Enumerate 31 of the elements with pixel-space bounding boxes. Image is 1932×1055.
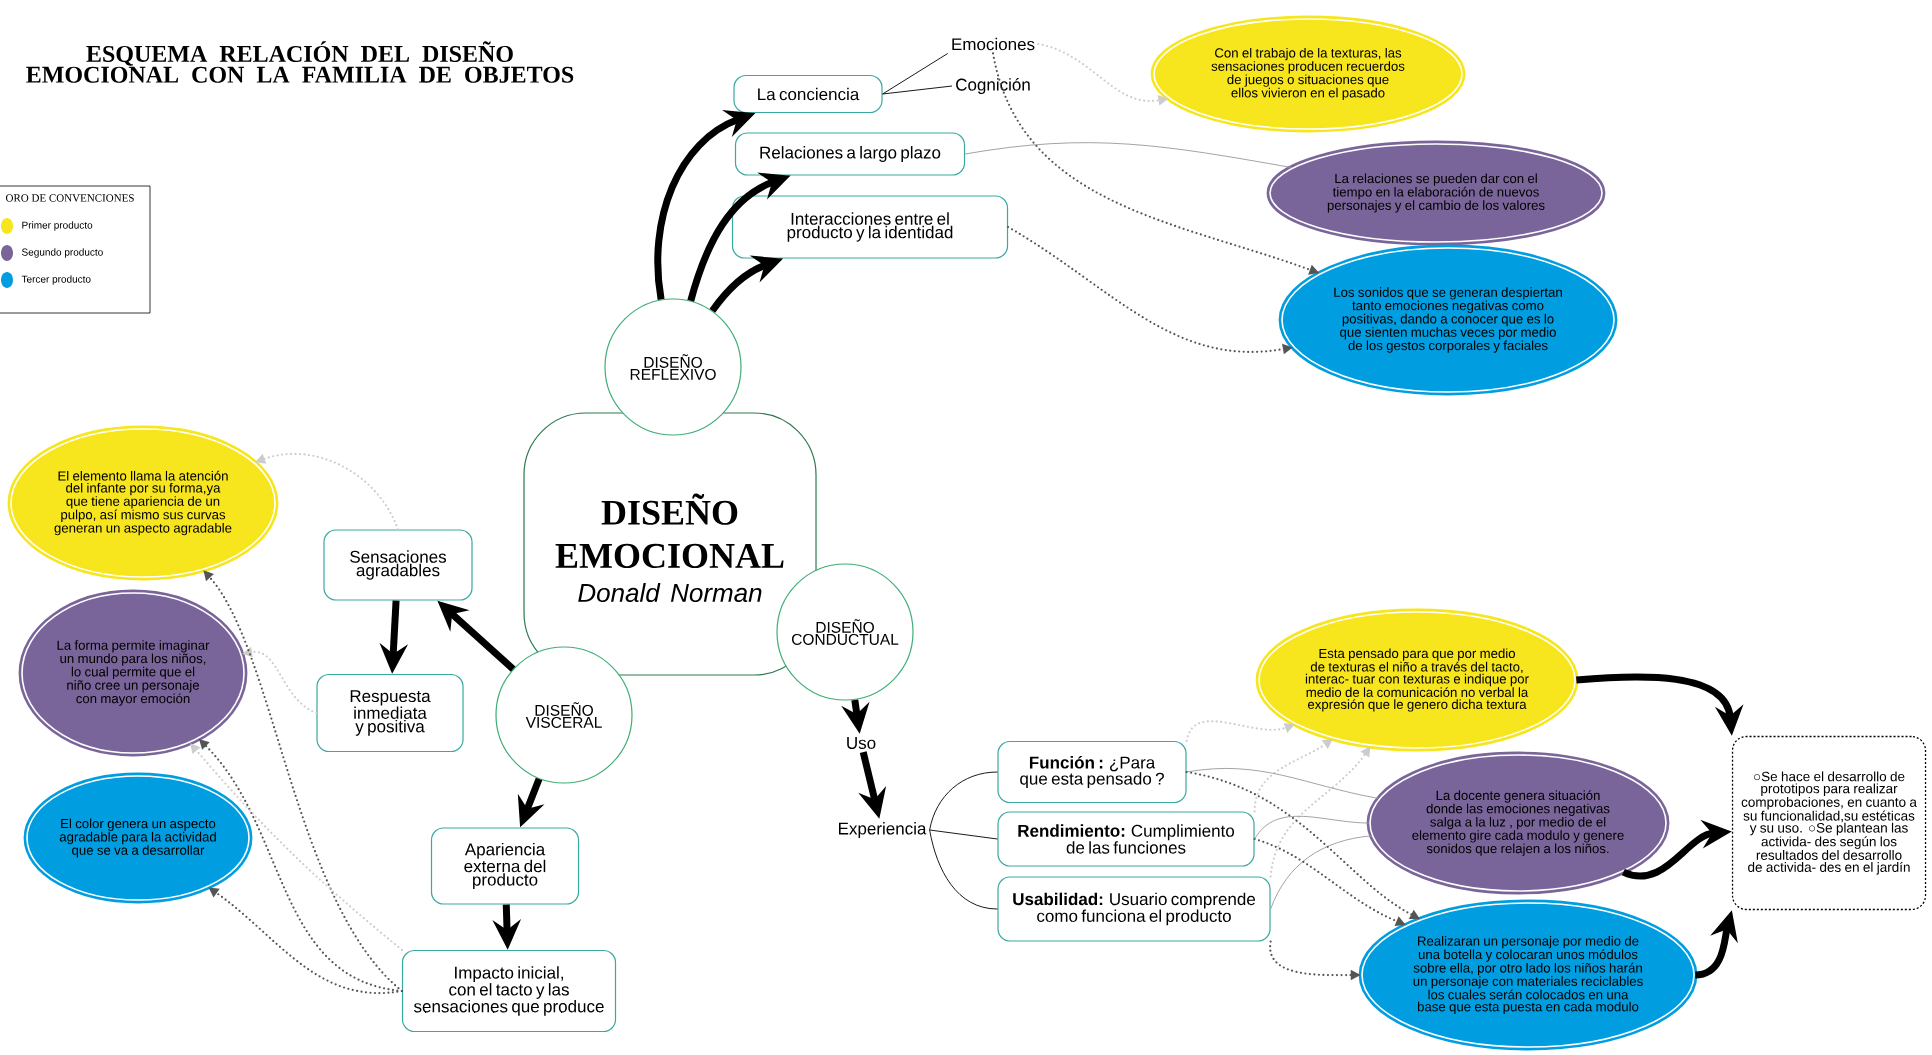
legend-title: ORO DE CONVENCIONES [6,194,134,202]
connector-line [929,829,998,910]
connector-line [882,85,953,95]
title: ESQUEMA RELACIÓN DEL DISEÑO EMOCIONAL CON LA FAMILIA DE OBJETOS [26,41,574,83]
connector-line [929,829,998,840]
legend-label: Segundo producto [22,248,103,258]
concept-label: Uso [847,737,876,749]
concept-box: Relaciones a largo plazo [734,132,966,176]
conclusion-box: ○Se hace el desarrollo de prototipos para realizar comprobaciones, en cuanto a su funcionalidad,su estéticas y su uso. ○Se plantean las activida- des según los resultados del desarrollo de activida- des en el jardín [1731,735,1927,911]
concept-box: Interacciones entre el producto y la identidad [731,195,1009,259]
legend-label: Tercer producto [21,275,91,285]
concept-box: Función : ¿Para que esta pensado ? [997,740,1187,804]
connector-line [1186,768,1379,799]
concept-label: Emociones [952,37,1035,51]
concept-label: Cognición [956,78,1030,95]
concept-box: Respuesta inmediata y positiva [316,673,464,753]
concept-box: Apariencia externa del producto [430,827,580,905]
connector-line [964,142,1293,168]
arrow [190,743,403,951]
concept-label: Experiencia [839,822,927,838]
arrow [1185,770,1420,920]
connector-line [929,771,998,831]
connector-line [1270,835,1372,910]
concept-box: Sensaciones agradables [323,529,473,601]
connector-line [1254,815,1370,840]
concept-box: La conciencia [733,74,883,114]
connector-line [882,53,949,95]
concept-box: Usabilidad: Usuario comprende como funciona el producto [997,876,1271,942]
legend-label: Primer producto [22,221,93,231]
concept-box: Rendimiento: Cumplimiento de las funciones [997,811,1255,867]
concept-box: Impacto inicial, con el tacto y las sensaciones que produce [401,949,617,1033]
